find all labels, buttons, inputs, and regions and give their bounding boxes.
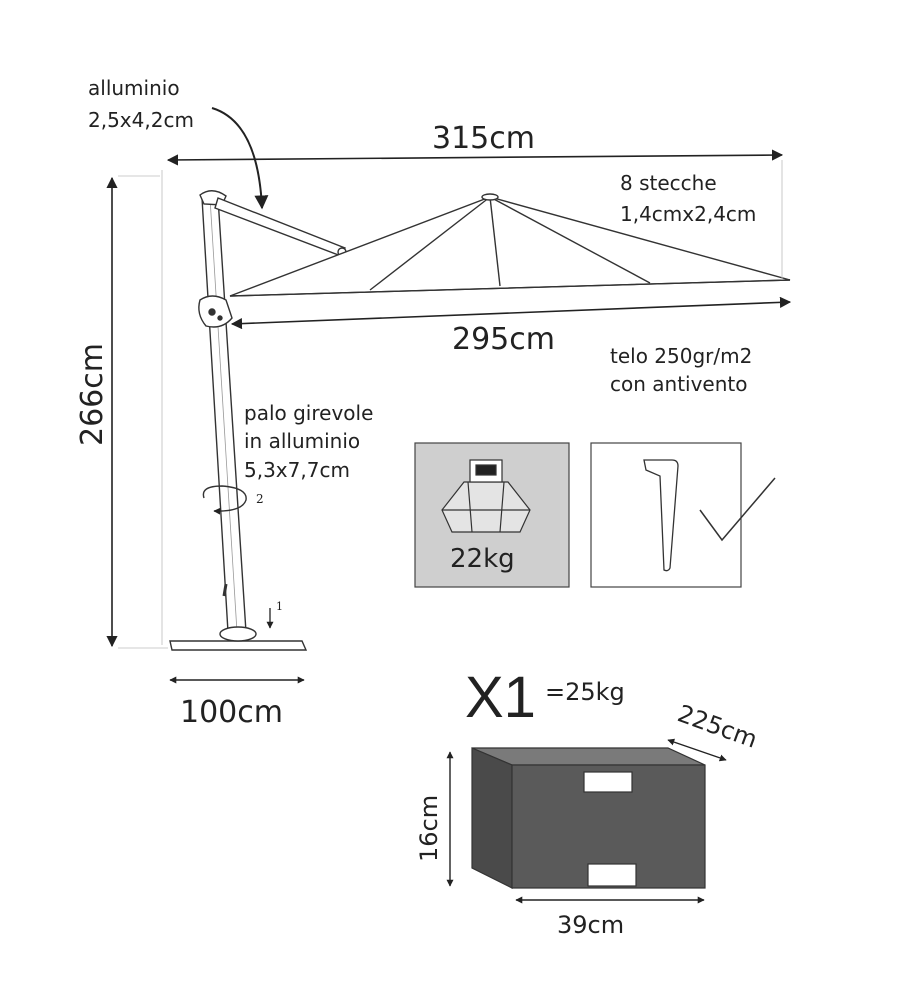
block-weight-label: =25kg (545, 678, 625, 706)
pole (201, 197, 247, 633)
canopy-width-label: 295cm (452, 322, 555, 357)
block-width-label: 39cm (557, 911, 624, 939)
dimension-lines (106, 149, 792, 684)
checkmark-icon (699, 477, 776, 542)
rotate-arrow-icon (202, 485, 247, 515)
hex-key-panel (590, 442, 776, 588)
arm-size-label: 2,5x4,2cm (88, 108, 194, 132)
block-dimension-lines (446, 738, 727, 904)
rotate-step-label: 2 (256, 492, 264, 506)
base-weight-panel: 22kg (414, 442, 570, 588)
umbrella-drawing (169, 190, 791, 651)
base-weight-icon (441, 459, 531, 533)
upper-arm (214, 197, 346, 257)
quantity-label: X1 (465, 665, 536, 730)
fabric-label-line1: telo 250gr/m2 (610, 344, 752, 368)
allen-key-icon (643, 459, 679, 572)
block-height-label: 16cm (415, 795, 443, 862)
base-weight-label: 22kg (450, 544, 515, 574)
pole-label-line2: in alluminio (244, 429, 360, 453)
pole-label-line3: 5,3x7,7cm (244, 458, 350, 482)
ribs-count-label: 8 stecche (620, 171, 717, 195)
height-label: 266cm (75, 343, 110, 446)
base-hub (219, 626, 257, 642)
press-step-label: 1 (276, 600, 283, 613)
base-width-label: 100cm (180, 695, 283, 730)
cross-base (169, 640, 308, 651)
fabric-label-line2: con antivento (610, 372, 748, 396)
block-length-label: 225cm (674, 699, 761, 753)
weight-block-icon (471, 747, 706, 889)
arm-callout-arrow (211, 107, 269, 210)
pole-label-line1: palo girevole (244, 401, 373, 425)
arm-material-label: alluminio (88, 76, 180, 100)
total-width-label: 315cm (432, 121, 535, 156)
ribs-size-label: 1,4cmx2,4cm (620, 202, 756, 226)
